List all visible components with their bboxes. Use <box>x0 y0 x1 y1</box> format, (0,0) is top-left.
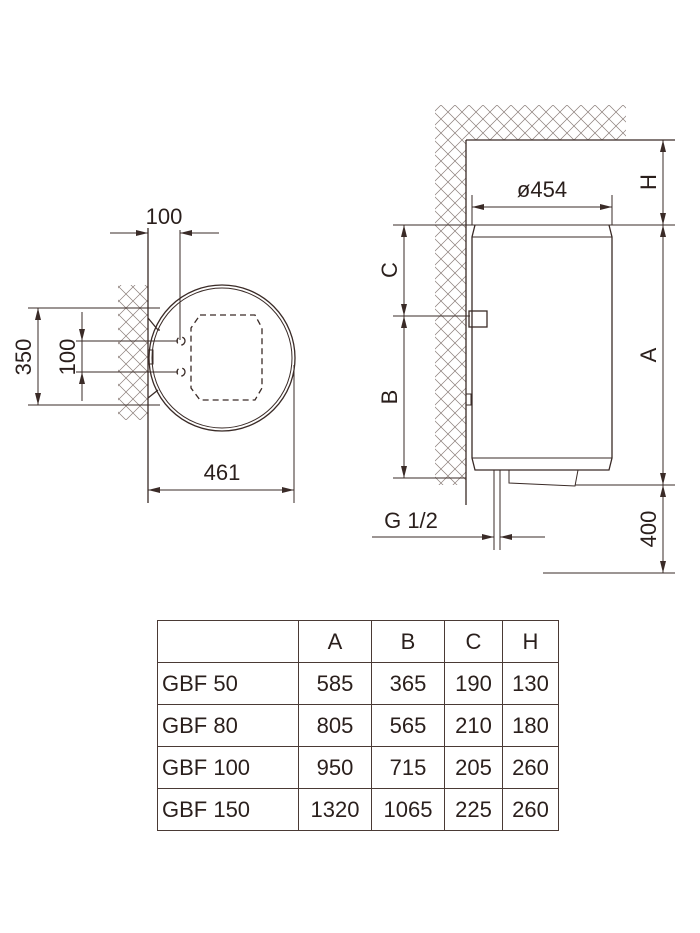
bracket-plate <box>465 393 472 406</box>
pipe-hole <box>176 367 186 377</box>
dim-spacing-label: 100 <box>55 339 80 376</box>
dim-A-label: A <box>636 347 661 362</box>
tank-inner-circle <box>151 287 293 429</box>
bottom-cover <box>508 469 579 487</box>
table-cell: 365 <box>371 662 445 705</box>
bracket <box>147 317 160 399</box>
table-cell: 1065 <box>371 788 445 831</box>
table-header <box>157 620 299 663</box>
table-cell: 1320 <box>298 788 372 831</box>
dim-H-label: H <box>636 174 661 190</box>
dim-C-label: C <box>377 262 402 278</box>
dim-B-label: B <box>377 390 402 405</box>
table-header-row: A B C H <box>157 620 559 663</box>
table-cell: 225 <box>444 788 503 831</box>
dimensions-table: A B C H GBF 50 585 365 190 130 GBF 80 80… <box>157 620 559 831</box>
table-cell: 715 <box>371 746 445 789</box>
bracket-plate <box>147 349 154 365</box>
table-cell: 210 <box>444 704 503 747</box>
table-row: GBF 150 1320 1065 225 260 <box>157 788 559 831</box>
table-cell: 565 <box>371 704 445 747</box>
table-cell: 130 <box>502 662 559 705</box>
thread-label: G 1/2 <box>384 508 438 533</box>
connector-box <box>468 310 488 328</box>
table-cell: GBF 150 <box>157 788 299 831</box>
table-row: GBF 80 805 565 210 180 <box>157 704 559 747</box>
table-cell: 260 <box>502 746 559 789</box>
tank-outer-circle <box>148 284 296 432</box>
table-header: A <box>298 620 372 663</box>
table-cell: 190 <box>444 662 503 705</box>
dim-width-label: 461 <box>204 460 241 485</box>
dim-offset-label: 100 <box>146 204 183 229</box>
table-row: GBF 100 950 715 205 260 <box>157 746 559 789</box>
dim-diameter-label: ø454 <box>517 177 567 202</box>
wall-hatch <box>118 285 148 420</box>
table-cell: 585 <box>298 662 372 705</box>
table-header: B <box>371 620 445 663</box>
side-view: ø454 H A 400 C B G 1/2 <box>372 105 675 574</box>
dim-floor-label: 400 <box>636 511 661 548</box>
pipe-hole <box>176 336 186 346</box>
table-cell: GBF 80 <box>157 704 299 747</box>
table-cell: GBF 50 <box>157 662 299 705</box>
table-cell: 180 <box>502 704 559 747</box>
table-cell: 805 <box>298 704 372 747</box>
table-header: H <box>502 620 559 663</box>
wall-hatch <box>435 105 466 485</box>
technical-drawing: 100 350 100 461 <box>11 105 675 574</box>
heating-element-outline <box>190 314 263 401</box>
ceiling-hatch <box>466 105 626 140</box>
dim-height-label: 350 <box>11 339 36 376</box>
front-view: 100 350 100 461 <box>11 204 296 503</box>
table-cell: 205 <box>444 746 503 789</box>
table-cell: GBF 100 <box>157 746 299 789</box>
tank-body <box>471 224 613 471</box>
table-cell: 950 <box>298 746 372 789</box>
table-header: C <box>444 620 503 663</box>
table-row: GBF 50 585 365 190 130 <box>157 662 559 705</box>
table-cell: 260 <box>502 788 559 831</box>
